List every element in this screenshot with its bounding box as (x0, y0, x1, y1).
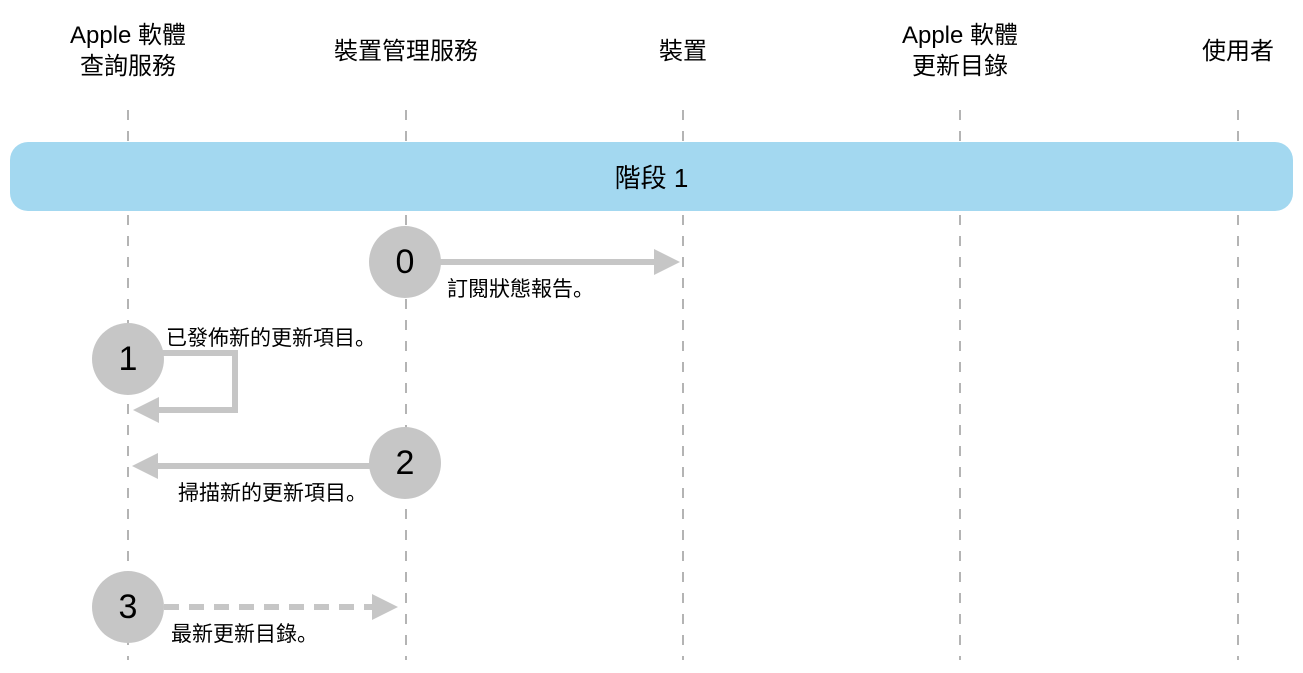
actor-apple-software-lookup-service: Apple 軟體 查詢服務 (69, 22, 187, 80)
step1-arrowhead-left-icon (133, 397, 159, 423)
actor-user: 使用者 (1202, 37, 1274, 65)
step0-number: 0 (395, 242, 415, 281)
step3-label: 最新更新目錄。 (171, 623, 318, 646)
lifeline-device (682, 110, 684, 660)
step2-number: 2 (395, 443, 415, 482)
step1-label: 已發佈新的更新項目。 (166, 327, 376, 350)
step3-arrowhead-right-icon (372, 594, 398, 620)
lifeline-device-management-service (405, 110, 407, 660)
step2-number-badge: 2 (369, 427, 441, 499)
actor-device: 裝置 (659, 37, 707, 65)
step3-number: 3 (118, 587, 138, 626)
step2-label: 掃描新的更新項目。 (178, 482, 367, 505)
phase-label: 階段 1 (614, 163, 689, 193)
step2-arrowhead-left-icon (132, 453, 158, 479)
step0-number-badge: 0 (369, 226, 441, 298)
step1-number: 1 (118, 339, 138, 378)
step0-label: 訂閱狀態報告。 (447, 278, 594, 301)
lifeline-apple-software-update-catalog (959, 110, 961, 660)
step1-number-badge: 1 (92, 323, 164, 395)
lifeline-user (1237, 110, 1239, 660)
step0-arrow-line (405, 259, 656, 265)
step0-arrowhead-right-icon (654, 249, 680, 275)
step2-arrow-line (155, 463, 405, 469)
phase-banner: 階段 1 (10, 142, 1293, 211)
step1-self-loop-arrow (150, 350, 238, 413)
actor-apple-software-update-catalog: Apple 軟體 更新目錄 (901, 22, 1019, 80)
step3-number-badge: 3 (92, 571, 164, 643)
actor-device-management-service: 裝置管理服務 (334, 37, 478, 65)
step3-arrow-dashed-line (164, 604, 374, 610)
